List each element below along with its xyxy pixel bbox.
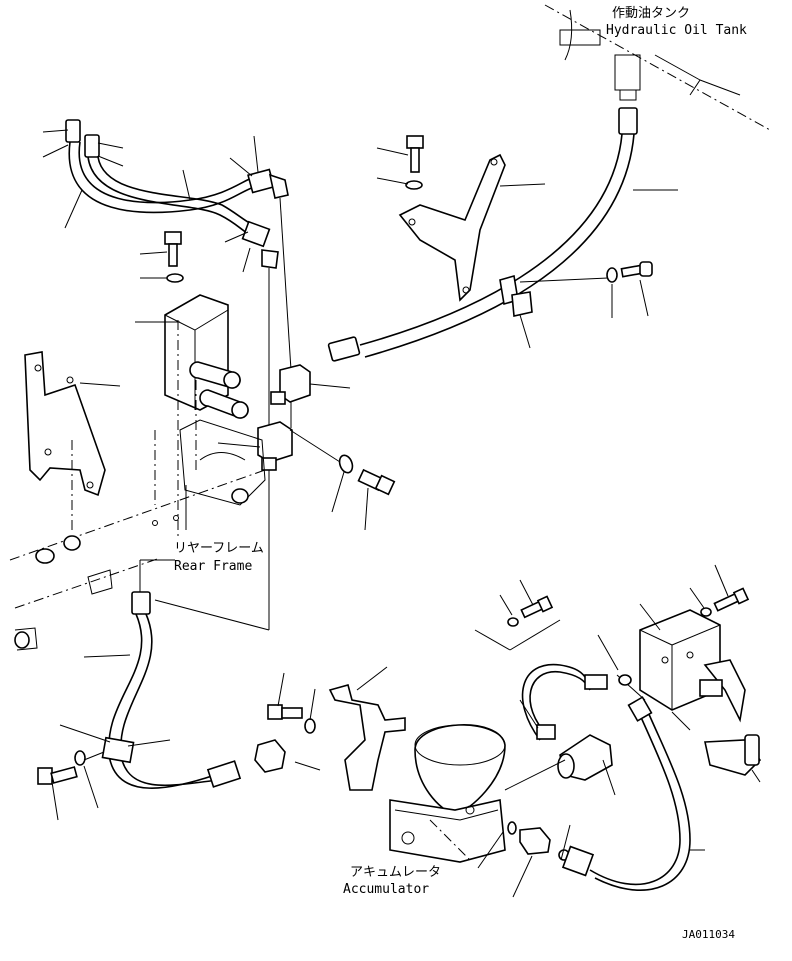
hydraulic-tank-label-jp: 作動油タンク <box>612 6 690 21</box>
bolt-center <box>289 429 396 531</box>
hydraulic-tank-label-en: Hydraulic Oil Tank <box>606 23 747 38</box>
hose-pair-upper-left <box>65 119 289 269</box>
sensor-harness <box>519 663 608 741</box>
rear-frame-label-jp: リヤーフレーム <box>174 541 264 556</box>
connector-right <box>704 734 762 783</box>
accumulator-label-en: Accumulator <box>343 882 429 897</box>
tee-fitting-lower <box>217 421 293 471</box>
accumulator-label-jp: アキュムレータ <box>350 865 441 880</box>
bracket-left <box>24 351 156 530</box>
bolt-upper-left <box>139 231 184 283</box>
rear-frame-label-en: Rear Frame <box>174 559 252 574</box>
accumulator <box>389 724 506 863</box>
bracket-center <box>135 294 229 540</box>
pressure-switch <box>504 734 616 796</box>
accumulator-bracket <box>254 666 406 791</box>
drawing-id: JA011034 <box>682 928 735 941</box>
hydraulic-oil-tank <box>544 4 771 131</box>
assembly-lines-center <box>139 197 292 631</box>
bolts-right <box>474 564 750 651</box>
hose-lower-left <box>37 591 242 821</box>
hose-to-tank <box>327 107 678 362</box>
bracket-upper-right <box>376 135 546 302</box>
rear-frame <box>9 419 266 651</box>
tee-fitting-upper <box>270 364 351 405</box>
leader-lines-upper-left <box>42 129 259 273</box>
fitting-lower <box>477 696 705 898</box>
spacer-pair <box>189 361 249 419</box>
valve-block <box>597 603 746 731</box>
